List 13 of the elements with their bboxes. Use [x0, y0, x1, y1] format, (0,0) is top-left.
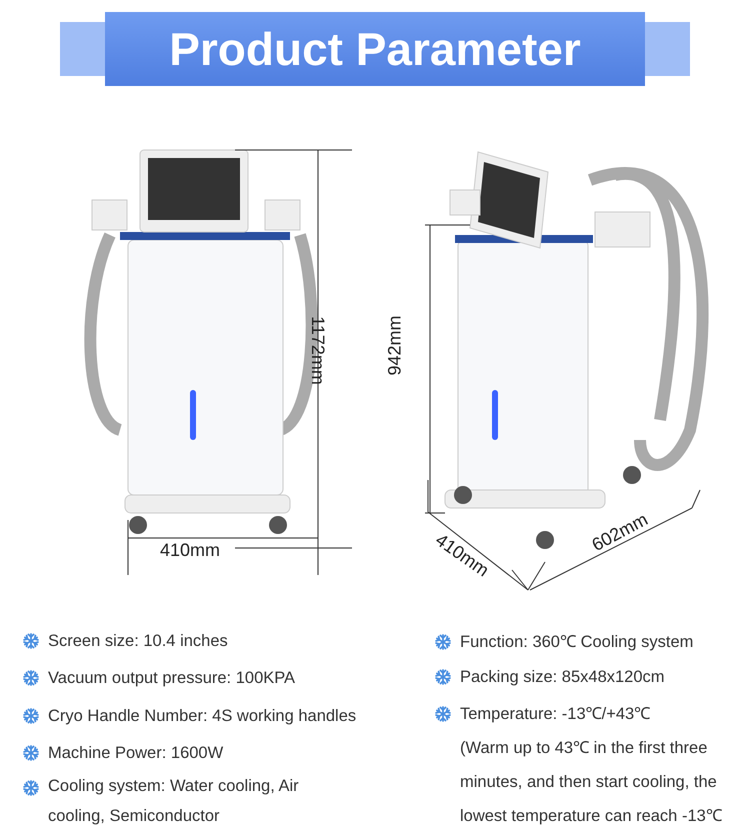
dimension-label: 942mm — [384, 315, 406, 376]
dimension-label: 1172mm — [306, 316, 328, 385]
spec-text: Temperature: -13℃/+43℃ — [460, 704, 650, 725]
spec-text: Machine Power: 1600W — [48, 743, 224, 764]
spec-text: Screen size: 10.4 inches — [48, 631, 228, 652]
spec-text: (Warm up to 43℃ in the first three minutes, and then start cooling, the lowest temperature can reach -13℃ — [460, 738, 723, 827]
spec-text: Packing size: 85x48x120cm — [460, 667, 665, 688]
spec-text: Cooling system: Water cooling, Air cooling, Semiconductor — [48, 776, 300, 827]
spec-text: Cryo Handle Number: 4S working handles — [48, 706, 356, 727]
dimension-label: 410mm — [160, 540, 220, 561]
page-title: Product Parameter — [60, 12, 690, 86]
spec-text: Vacuum output pressure: 100KPA — [48, 668, 296, 689]
spec-text: Function: 360℃ Cooling system — [460, 632, 694, 653]
